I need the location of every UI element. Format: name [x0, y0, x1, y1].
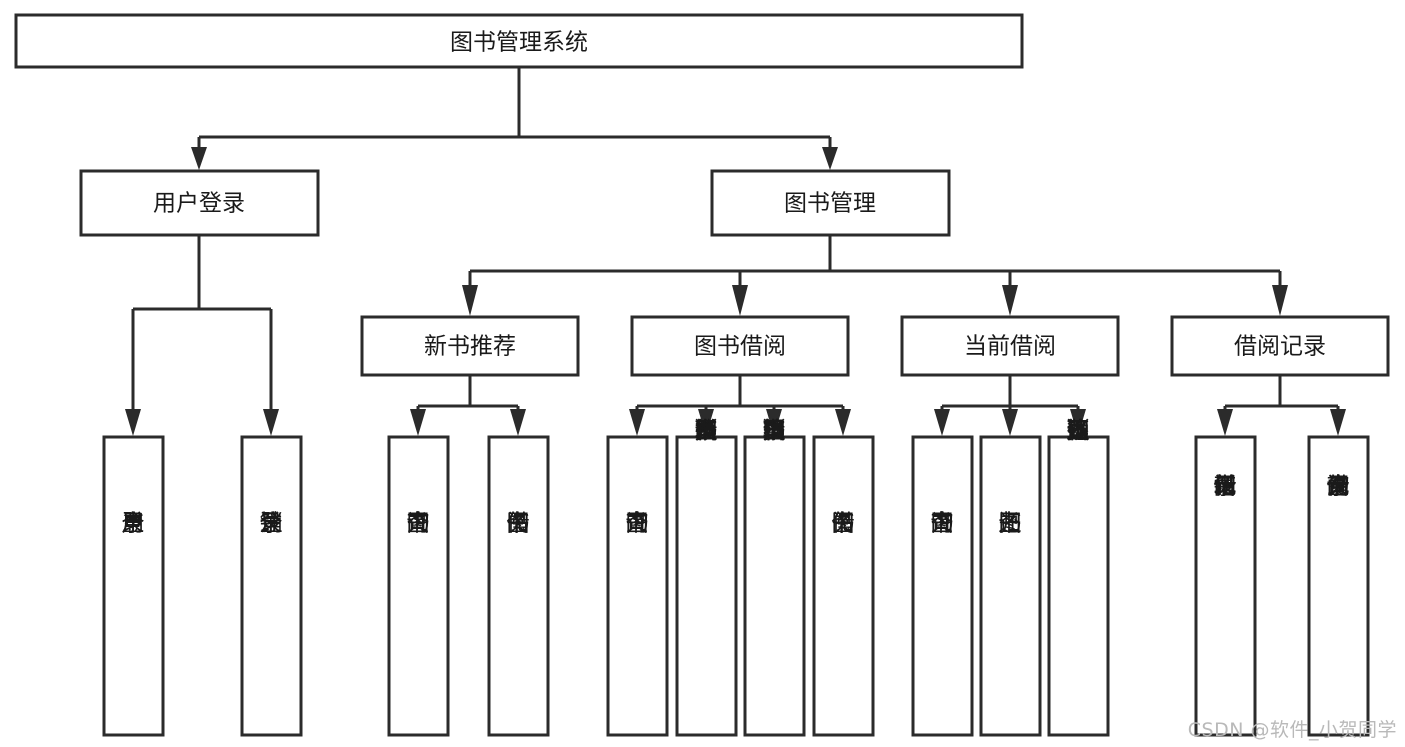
arrow-head-leaf-query-record [1330, 409, 1346, 436]
node-book-borrow[interactable]: 图书借阅 [630, 315, 850, 377]
node-leaf-return-book-label: 归还图书 [999, 511, 1022, 537]
node-leaf-add-record[interactable]: 新增借阅记录 [1194, 435, 1257, 737]
arrow-head-leaf-query-book-3 [934, 409, 950, 436]
node-leaf-logout-box[interactable] [240, 435, 303, 737]
node-leaf-borrow-book-1-label: 借阅图书 [507, 511, 530, 537]
arrow-head-book-borrow [732, 285, 748, 316]
arrow-head-leaf-borrow-book-1 [510, 409, 526, 436]
node-leaf-query-record-box[interactable] [1307, 435, 1370, 737]
node-user-login-box[interactable] [79, 169, 320, 237]
arrow-head-leaf-query-book-1 [410, 409, 426, 436]
node-book-manage-label: 图书管理 [784, 191, 876, 217]
node-leaf-confirm-return[interactable]: 确认归还（管理员） [1047, 418, 1110, 737]
node-current-borrow-label: 当前借阅 [964, 334, 1056, 360]
node-current-borrow-box[interactable] [900, 315, 1120, 377]
arrow-head-user-login [191, 147, 207, 170]
node-leaf-add-record-box[interactable] [1194, 435, 1257, 737]
arrow-head-book-manage [822, 147, 838, 170]
node-leaf-borrow-book-2-box[interactable] [812, 435, 875, 737]
arrow-head-leaf-edit-book [766, 409, 782, 436]
arrow-head-leaf-borrow-book-2 [835, 409, 851, 436]
node-leaf-query-book-1-label: 查询图书 [407, 511, 430, 537]
arrow-head-new-book-rec [462, 285, 478, 316]
node-leaf-borrow-book-2[interactable]: 借阅图书 [812, 435, 875, 737]
node-leaf-query-record[interactable]: 查询借阅记录 [1307, 435, 1370, 737]
node-root-box[interactable] [14, 13, 1024, 69]
node-root-label: 图书管理系统 [450, 30, 588, 56]
node-leaf-borrow-book-2-label: 借阅图书 [832, 511, 855, 537]
node-book-manage[interactable]: 图书管理 [710, 169, 951, 237]
node-leaf-user-login[interactable]: 用户登录 [102, 435, 165, 737]
watermark-credit: CSDN @软件_小贺同学 [1187, 719, 1397, 741]
node-leaf-logout-label: 注销登录 [260, 511, 283, 537]
node-book-borrow-label: 图书借阅 [694, 334, 786, 360]
node-leaf-query-book-2[interactable]: 查询图书 [606, 435, 669, 737]
arrow-head-leaf-add-book [698, 409, 714, 436]
node-leaf-add-record-label: 新增借阅记录 [1214, 474, 1237, 500]
node-leaf-query-book-2-label: 查询图书 [626, 511, 649, 537]
node-new-book-rec-label: 新书推荐 [424, 334, 516, 360]
node-leaf-confirm-return-box[interactable] [1047, 435, 1110, 737]
node-user-login-label: 用户登录 [153, 191, 245, 217]
node-leaf-add-book-label: 新增图书（管理员） [695, 418, 718, 444]
node-leaf-add-book-box[interactable] [675, 435, 738, 737]
node-leaf-return-book[interactable]: 归还图书 [979, 435, 1042, 737]
node-leaf-edit-book-label: 编辑图书（管理员） [763, 418, 786, 444]
node-leaf-borrow-book-1-box[interactable] [487, 435, 550, 737]
node-leaf-logout[interactable]: 注销登录 [240, 435, 303, 737]
node-leaf-return-book-box[interactable] [979, 435, 1042, 737]
connectors-layer [125, 67, 1346, 436]
node-user-login[interactable]: 用户登录 [79, 169, 320, 237]
node-new-book-rec[interactable]: 新书推荐 [360, 315, 580, 377]
arrow-head-leaf-logout [263, 409, 279, 436]
arrow-head-current-borrow [1002, 285, 1018, 316]
arrow-head-leaf-return-book [1002, 409, 1018, 436]
node-borrow-record-box[interactable] [1170, 315, 1390, 377]
node-book-manage-box[interactable] [710, 169, 951, 237]
node-current-borrow[interactable]: 当前借阅 [900, 315, 1120, 377]
node-leaf-query-book-3-label: 查询图书 [931, 511, 954, 537]
arrow-head-leaf-query-book-2 [629, 409, 645, 436]
node-leaf-query-book-1-box[interactable] [387, 435, 450, 737]
node-book-borrow-box[interactable] [630, 315, 850, 377]
node-leaf-user-login-box[interactable] [102, 435, 165, 737]
node-new-book-rec-box[interactable] [360, 315, 580, 377]
node-leaf-edit-book[interactable]: 编辑图书（管理员） [743, 418, 806, 737]
node-leaf-query-book-3[interactable]: 查询图书 [911, 435, 974, 737]
node-leaf-add-book[interactable]: 新增图书（管理员） [675, 418, 738, 737]
node-borrow-record-label: 借阅记录 [1234, 334, 1326, 360]
node-leaf-borrow-book-1[interactable]: 借阅图书 [487, 435, 550, 737]
node-leaf-edit-book-box[interactable] [743, 435, 806, 737]
arrow-head-leaf-user-login [125, 409, 141, 436]
arrow-head-borrow-record [1272, 285, 1288, 316]
node-leaf-query-book-2-box[interactable] [606, 435, 669, 737]
node-borrow-record[interactable]: 借阅记录 [1170, 315, 1390, 377]
node-leaf-user-login-label: 用户登录 [122, 511, 145, 537]
arrow-head-leaf-confirm-return [1070, 409, 1086, 436]
arrow-head-leaf-add-record [1217, 409, 1233, 436]
node-leaf-confirm-return-label: 确认归还（管理员） [1067, 418, 1090, 444]
node-leaf-query-record-label: 查询借阅记录 [1327, 474, 1350, 500]
node-leaf-query-book-1[interactable]: 查询图书 [387, 435, 450, 737]
node-leaf-query-book-3-box[interactable] [911, 435, 974, 737]
node-root[interactable]: 图书管理系统 [14, 13, 1024, 69]
